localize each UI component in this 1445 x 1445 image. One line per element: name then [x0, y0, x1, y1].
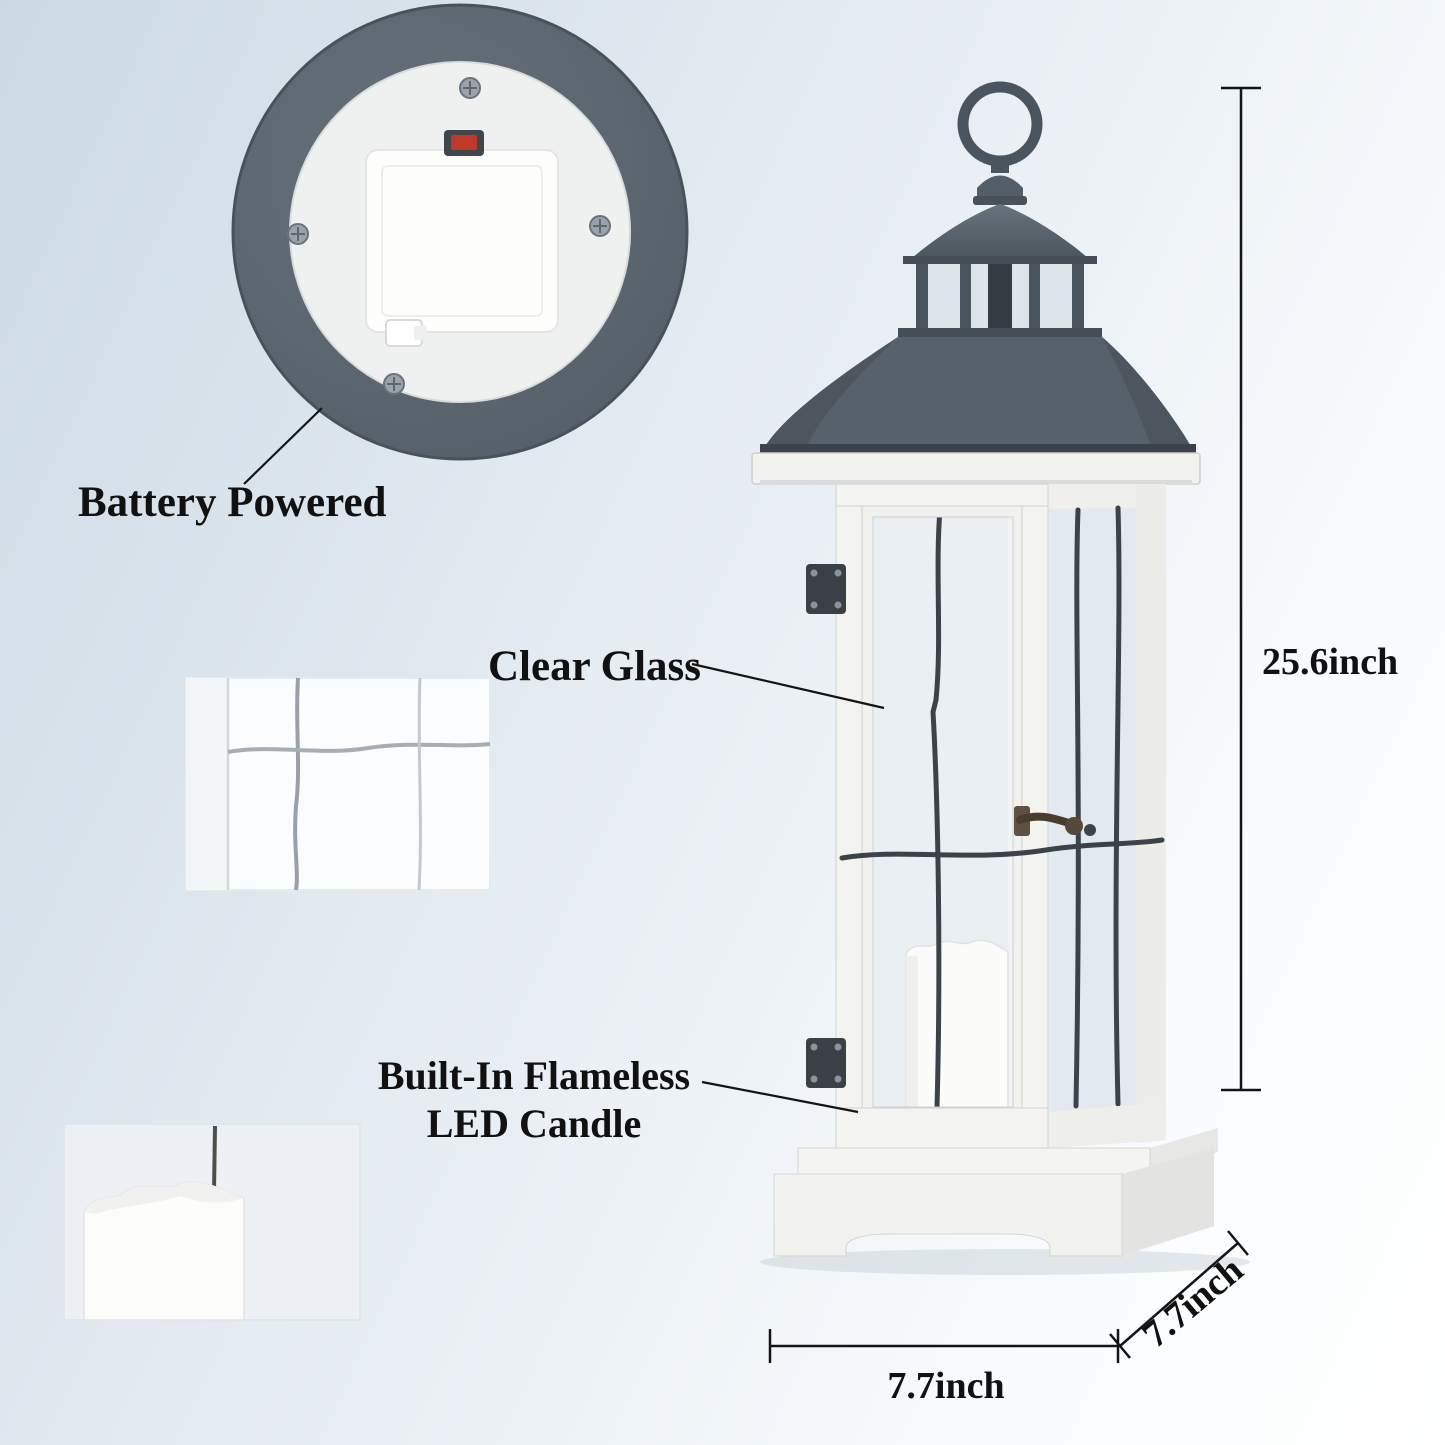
top-board — [751, 452, 1201, 485]
right-bottom-rail — [1048, 1102, 1166, 1148]
glass-inset-band-wire — [227, 742, 491, 754]
roof-left-hip — [764, 337, 898, 448]
screw-icon — [383, 373, 405, 395]
door-latch — [1014, 806, 1096, 836]
flameless-candle-label: Built-In Flameless LED Candle — [362, 1052, 706, 1148]
base-plinth-front — [773, 1173, 1123, 1257]
glass-inset-frame — [185, 677, 491, 891]
width-dimension-label: 7.7inch — [887, 1365, 1005, 1407]
screw-icon — [459, 77, 481, 99]
led-candle — [905, 939, 1009, 1119]
roof-right-hip — [1102, 337, 1192, 448]
glass-inset-wire-2 — [417, 677, 422, 891]
callout-lines — [243, 407, 885, 1114]
right-rear-post — [1136, 484, 1166, 1143]
flameless-candle-label-line2: LED Candle — [426, 1101, 642, 1146]
candle-wick — [212, 1125, 217, 1193]
screw-icon — [287, 223, 309, 245]
finial-collar — [973, 196, 1027, 205]
candle-top-surface — [84, 1181, 244, 1214]
clear-glass-label: Clear Glass — [488, 643, 702, 690]
glass-inset — [185, 677, 491, 891]
cupola-eave — [903, 256, 1097, 264]
lantern — [751, 81, 1250, 1275]
base-molding-side — [1150, 1128, 1218, 1172]
roof-eave — [760, 444, 1196, 453]
finial-dome — [977, 175, 1023, 197]
base-molding-front — [797, 1147, 1151, 1175]
cupola-roof — [912, 204, 1088, 258]
door-frame-inner-outline — [872, 516, 1014, 1108]
power-switch-red — [451, 135, 477, 150]
hinge-icon — [806, 564, 846, 614]
front-bottom-rail — [835, 1107, 1049, 1149]
top-board-shadow — [760, 480, 1192, 485]
band-wire — [839, 837, 1165, 861]
ground-shadow — [760, 1249, 1250, 1275]
base-plinth-side — [1122, 1148, 1214, 1256]
depth-dimension-tick-front — [1109, 1333, 1131, 1359]
front-top-rail — [835, 483, 1049, 507]
flameless-candle-label-line1: Built-In Flameless — [377, 1053, 691, 1098]
candle-callout-line — [701, 1080, 859, 1114]
hanging-ring — [957, 81, 1043, 167]
battery-callout-line — [243, 407, 323, 485]
height-dimension-label: 25.6inch — [1262, 641, 1399, 683]
battery-inset — [231, 3, 689, 461]
depth-dimension-line — [1119, 1242, 1239, 1347]
candle-shading — [906, 956, 918, 1116]
depth-dimension-tick-back — [1227, 1230, 1249, 1256]
screw-icon — [589, 215, 611, 237]
battery-door-seam — [381, 165, 543, 317]
battery-powered-label: Battery Powered — [78, 479, 387, 526]
hinge-icon — [806, 1038, 846, 1088]
cupola-base — [898, 328, 1102, 337]
right-cage-wires — [1073, 505, 1122, 1109]
front-cage-wire — [930, 507, 943, 1111]
screws — [287, 77, 611, 395]
glass-callout-line — [691, 662, 885, 710]
battery-slider-tab — [414, 326, 427, 340]
candle-inset — [63, 1123, 361, 1321]
hinge-screws — [810, 569, 842, 1083]
cupola-pillars — [916, 264, 1084, 330]
main-roof — [764, 337, 1192, 448]
dimension-lines — [768, 86, 1261, 1363]
glass-inset-frame-edge — [186, 678, 228, 890]
cupola-core — [988, 264, 1012, 330]
battery-door — [365, 149, 559, 333]
glass-inset-wire — [293, 677, 301, 891]
ring-neck — [991, 157, 1009, 173]
lantern-base — [773, 1128, 1218, 1257]
door-hinges — [806, 564, 846, 1088]
